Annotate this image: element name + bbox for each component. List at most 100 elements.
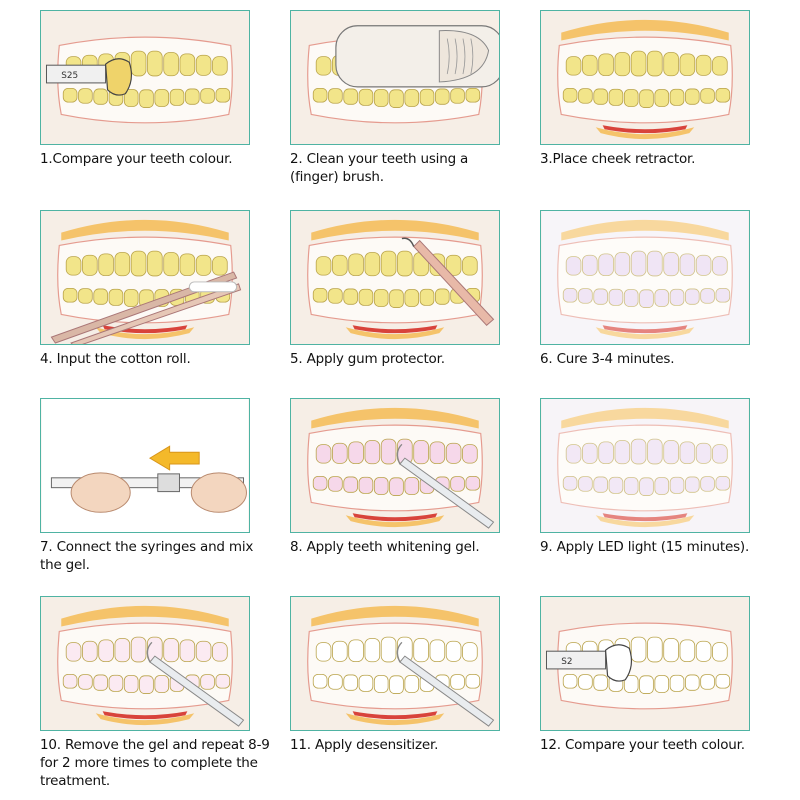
- illustration-svg: [307, 219, 495, 340]
- upper-tooth: [212, 56, 228, 76]
- lower-tooth: [450, 674, 465, 690]
- lower-tooth: [139, 675, 154, 694]
- upper-tooth: [413, 440, 429, 465]
- lower-tooth: [389, 477, 404, 496]
- lower-tooth: [700, 88, 715, 104]
- lower-tooth: [715, 87, 731, 103]
- upper-tooth: [679, 53, 696, 76]
- shade-label: S2: [561, 657, 572, 667]
- upper-teeth: [315, 438, 478, 465]
- upper-tooth: [630, 438, 647, 465]
- upper-tooth: [380, 636, 397, 663]
- lower-tooth: [450, 88, 465, 104]
- upper-tooth: [630, 50, 647, 77]
- lower-teeth: [562, 287, 731, 308]
- lower-teeth: [562, 87, 731, 108]
- lower-teeth: [562, 673, 731, 694]
- step-caption: 7. Connect the syringes and mix the gel.: [40, 539, 254, 573]
- upper-teeth: [65, 636, 228, 663]
- lower-tooth: [343, 288, 358, 305]
- mouth-illustration: [557, 219, 733, 340]
- lower-tooth: [404, 289, 420, 307]
- upper-tooth: [332, 254, 348, 276]
- lower-tooth: [62, 673, 78, 689]
- lower-tooth: [578, 88, 593, 104]
- step-illustration: [540, 10, 750, 145]
- applicator: [396, 641, 495, 727]
- upper-lip: [311, 407, 479, 429]
- upper-tooth: [179, 53, 196, 76]
- lower-lip-inner: [102, 711, 188, 720]
- lower-tooth: [358, 88, 374, 106]
- lower-tooth: [684, 88, 700, 105]
- upper-tooth: [614, 52, 631, 77]
- lower-tooth: [93, 88, 108, 105]
- lower-tooth: [123, 289, 139, 307]
- upper-tooth: [712, 444, 728, 464]
- lower-tooth: [639, 477, 654, 496]
- lower-lip: [595, 127, 695, 140]
- lower-tooth: [62, 87, 78, 103]
- lower-tooth: [200, 674, 215, 690]
- mouth-illustration: [307, 407, 483, 528]
- lower-lip: [345, 515, 445, 528]
- lower-tooth: [684, 476, 700, 493]
- lower-tooth: [669, 476, 685, 494]
- upper-tooth: [315, 56, 332, 76]
- lower-tooth: [373, 289, 389, 307]
- illustration-svg: [557, 19, 733, 140]
- illustration-svg: [41, 399, 249, 532]
- light-overlay: [541, 211, 749, 344]
- lower-tooth: [389, 675, 404, 694]
- applicator: [396, 443, 495, 529]
- lower-tooth: [78, 674, 93, 690]
- lower-tooth: [419, 288, 435, 306]
- upper-tooth: [630, 250, 647, 277]
- lower-tooth: [715, 673, 731, 689]
- upper-tooth: [647, 250, 663, 277]
- upper-teeth: [565, 250, 728, 277]
- upper-tooth: [614, 440, 631, 465]
- lower-tooth: [465, 475, 481, 491]
- upper-teeth: [315, 250, 478, 277]
- upper-tooth: [582, 54, 598, 76]
- step-illustration: [290, 210, 500, 345]
- upper-tooth: [163, 252, 179, 277]
- lower-tooth: [450, 476, 465, 492]
- lower-tooth: [700, 674, 715, 690]
- upper-tooth: [679, 441, 696, 464]
- mouth-illustration: [557, 407, 733, 528]
- upper-tooth: [364, 252, 381, 277]
- step-caption: 2. Clean your teeth using a (finger) bru…: [290, 151, 469, 185]
- upper-tooth: [582, 254, 598, 276]
- lower-teeth: [312, 87, 481, 108]
- upper-tooth: [598, 253, 614, 276]
- illustration-svg: [307, 407, 495, 529]
- lower-tooth: [562, 287, 578, 303]
- left-hand: [70, 472, 131, 513]
- upper-teeth: [565, 438, 728, 465]
- lower-tooth: [358, 674, 374, 692]
- upper-tooth: [647, 50, 663, 77]
- upper-tooth: [82, 640, 98, 662]
- lower-tooth: [562, 673, 578, 689]
- lower-tooth: [62, 287, 78, 303]
- lower-tooth: [608, 88, 624, 106]
- upper-tooth: [212, 256, 228, 276]
- lower-tooth: [373, 477, 389, 495]
- lower-tooth: [623, 675, 639, 693]
- step-caption: 11. Apply desensitizer.: [290, 737, 439, 753]
- lower-tooth: [465, 673, 481, 689]
- upper-tooth: [429, 441, 446, 464]
- lower-tooth: [154, 675, 170, 693]
- lower-tooth: [312, 475, 328, 491]
- upper-tooth: [98, 639, 114, 662]
- lower-tooth: [328, 88, 343, 104]
- lower-tooth: [654, 675, 670, 693]
- step-illustration: S25: [40, 10, 250, 145]
- finger-brush: [335, 25, 499, 88]
- illustration-svg: [541, 211, 749, 344]
- upper-teeth: [65, 250, 228, 277]
- lower-tooth: [358, 476, 374, 494]
- lower-tooth: [700, 476, 715, 492]
